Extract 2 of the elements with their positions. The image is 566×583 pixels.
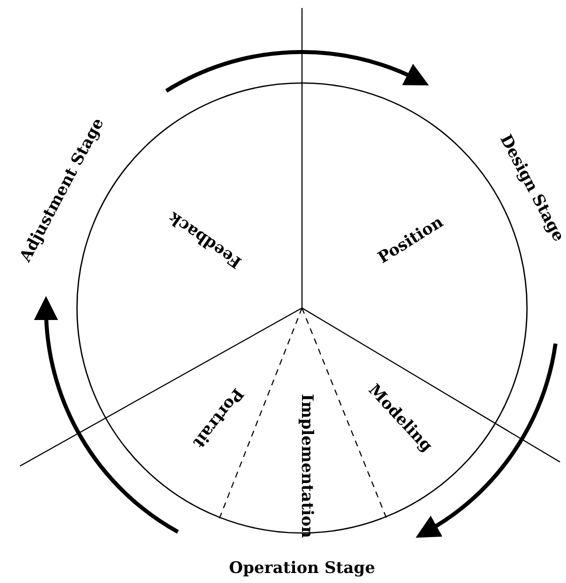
stage-label: Operation Stage bbox=[229, 560, 376, 576]
sector-label: Implementation bbox=[299, 394, 316, 538]
